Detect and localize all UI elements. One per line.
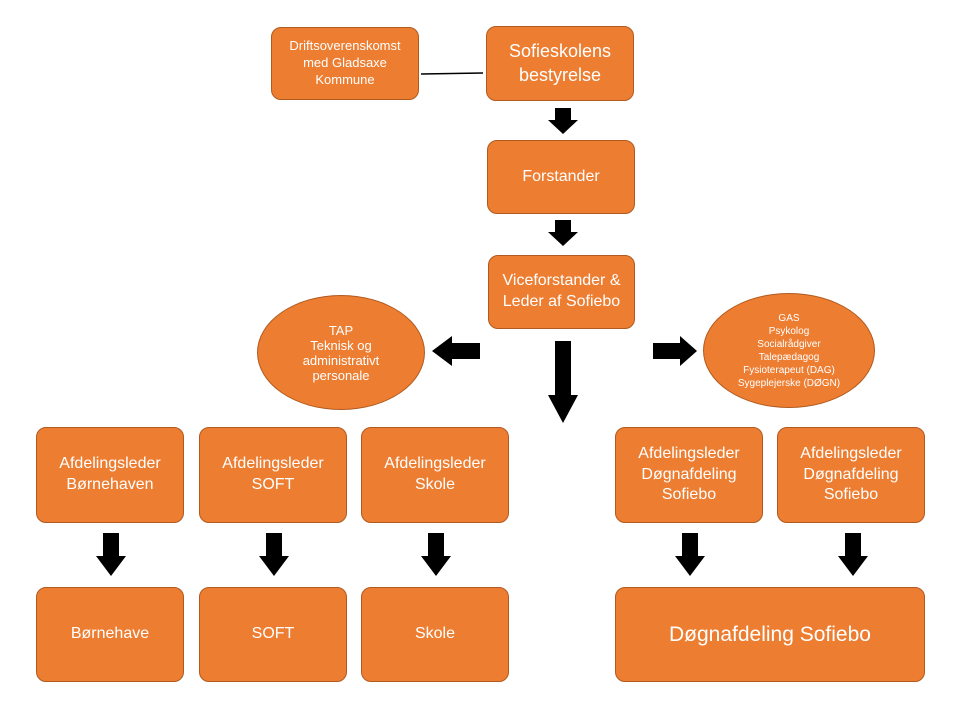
node-tap: TAP Teknisk og administrativt personale [257,295,425,410]
connector-agreement-board [420,72,484,75]
node-principal: Forstander [487,140,635,214]
node-lead-residential-1: Afdelingsleder Døgnafdeling Sofiebo [615,427,763,523]
arrow-down-icon [96,533,126,576]
node-lead-kindergarten: Afdelingsleder Børnehaven [36,427,184,523]
node-board: Sofieskolens bestyrelse [486,26,634,101]
node-specialists: GAS Psykolog Socialrådgiver Talepædagog … [703,293,875,408]
arrow-down-icon [548,341,578,423]
node-vice-principal: Viceforstander & Leder af Sofiebo [488,255,635,329]
node-dept-soft: SOFT [199,587,347,682]
arrow-down-icon [548,108,578,134]
node-dept-residential: Døgnafdeling Sofiebo [615,587,925,682]
arrow-down-icon [548,220,578,246]
arrow-down-icon [259,533,289,576]
arrow-down-icon [421,533,451,576]
node-dept-school: Skole [361,587,509,682]
node-operating-agreement: Driftsoverenskomst med Gladsaxe Kommune [271,27,419,100]
arrow-right-icon [653,336,697,366]
arrow-down-icon [675,533,705,576]
arrow-left-icon [432,336,480,366]
node-lead-residential-2: Afdelingsleder Døgnafdeling Sofiebo [777,427,925,523]
arrow-down-icon [838,533,868,576]
node-lead-school: Afdelingsleder Skole [361,427,509,523]
node-dept-kindergarten: Børnehave [36,587,184,682]
node-lead-soft: Afdelingsleder SOFT [199,427,347,523]
